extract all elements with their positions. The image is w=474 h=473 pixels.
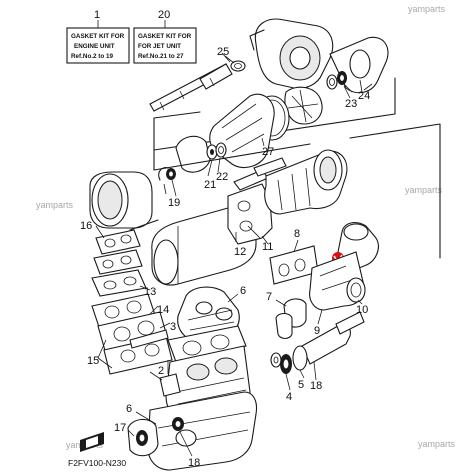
watermark-mid-left: yamparts [36, 200, 74, 210]
engine-frame-top [153, 123, 441, 259]
jet-nozzle [326, 36, 389, 94]
callout-14: 14 [157, 304, 169, 316]
part-10-ring [346, 277, 366, 303]
impeller [284, 86, 323, 125]
kit-box-engine: 1 GASKET KIT FOR ENGINE UNIT Ref.No.2 to… [66, 9, 130, 64]
watermark-bottom-right: yamparts [418, 439, 456, 449]
exhaust-manifold [227, 183, 273, 245]
callout-23: 22 [216, 171, 228, 183]
muffler-upper [89, 171, 159, 231]
callout-8: 8 [294, 228, 300, 240]
kit-jet-line-3: Ref.No.21 to 27 [138, 53, 184, 60]
part-7-seal [275, 298, 307, 340]
callout-11: 11 [262, 241, 273, 253]
callout-24: 23 [345, 98, 357, 110]
kit-engine-line-3: Ref.No.2 to 19 [71, 53, 113, 60]
part-26-seal [224, 55, 246, 72]
callout-16: 16 [80, 220, 92, 232]
kit-ref-jet: 20 [158, 9, 170, 21]
callout-6: 6 [240, 285, 246, 297]
callout-27: 27 [262, 146, 274, 158]
callout-17: 17 [114, 422, 126, 434]
head-gasket [167, 325, 247, 363]
callout-15: 15 [87, 355, 99, 367]
callout-19: 18 [310, 380, 322, 392]
callout-18: 18 [188, 457, 200, 469]
intake-gasket-stack [91, 293, 173, 375]
callout-2: 2 [158, 365, 164, 377]
expansion-pipe [264, 149, 348, 215]
bearing-housing [158, 135, 227, 195]
part-18-seal [172, 417, 184, 431]
callout-6b: 6 [126, 403, 132, 415]
callout-12: 12 [234, 246, 246, 258]
callout-26: 25 [217, 46, 229, 58]
callout-9: 9 [314, 325, 320, 337]
crankcase [147, 391, 258, 471]
callout-numbers: 25 23 24 27 22 21 19 11 12 16 13 14 3 15… [80, 46, 370, 469]
callout-22: 21 [204, 179, 216, 191]
pump-housing [249, 18, 334, 89]
callout-3: 3 [170, 321, 176, 333]
kit-jet-line-2: FOR JET UNIT [138, 43, 181, 50]
watermark-top-right: yamparts [408, 4, 446, 14]
callout-25: 24 [358, 90, 370, 102]
callout-leaders [95, 52, 363, 457]
kit-ref-engine: 1 [94, 9, 100, 21]
callout-10: 10 [356, 304, 368, 316]
callout-13: 13 [144, 286, 156, 298]
part-16-gaskets [91, 229, 147, 297]
watermark-mid-right: yamparts [405, 185, 443, 195]
cylinder-head [177, 286, 240, 341]
base-gasket-2 [149, 371, 181, 397]
kit-jet-line-1: GASKET KIT FOR [138, 33, 192, 40]
callout-4: 4 [286, 391, 292, 403]
kit-engine-line-1: GASKET KIT FOR [71, 33, 125, 40]
kit-box-jet: 20 GASKET KIT FOR FOR JET UNIT Ref.No.21… [133, 9, 197, 64]
diagram-code: F2FV100-N230 [68, 458, 126, 468]
front-arrow-icon [80, 432, 104, 452]
callout-5: 5 [298, 379, 304, 391]
kit-engine-line-2: ENGINE UNIT [74, 43, 115, 50]
drive-shaft [149, 63, 233, 112]
callout-21: 19 [168, 197, 180, 209]
part-17-seal [127, 418, 159, 457]
callout-7: 7 [266, 291, 272, 303]
output-shaft [270, 311, 365, 374]
